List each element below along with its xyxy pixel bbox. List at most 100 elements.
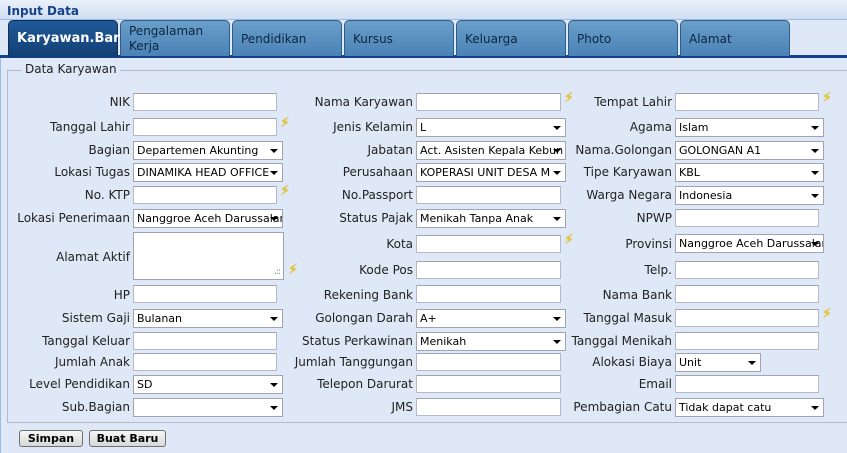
status-pajak-label: Status Pajak bbox=[339, 211, 413, 225]
status-perkawinan-label: Status Perkawinan bbox=[302, 334, 413, 348]
nama-karyawan-input[interactable] bbox=[416, 93, 561, 111]
tanggal-menikah-input[interactable] bbox=[675, 332, 819, 350]
sub-bagian-select[interactable] bbox=[133, 398, 283, 417]
agama-value: Islam bbox=[679, 121, 709, 134]
tab-strip: Karyawan.Baru Pengalaman Kerja Pendidika… bbox=[0, 20, 847, 58]
tab-karyawan-baru[interactable]: Karyawan.Baru bbox=[8, 20, 129, 57]
nik-input[interactable] bbox=[133, 93, 277, 111]
tab-alamat[interactable]: Alamat bbox=[680, 20, 790, 56]
pembagian-catu-value: Tidak dapat catu bbox=[679, 401, 772, 414]
jumlah-anak-input[interactable] bbox=[133, 353, 277, 371]
fieldset-border bbox=[7, 70, 847, 423]
kode-pos-input[interactable] bbox=[416, 261, 561, 279]
tab-kursus[interactable]: Kursus bbox=[344, 20, 454, 56]
tipe-karyawan-label: Tipe Karyawan bbox=[583, 165, 672, 179]
sub-bagian-label: Sub.Bagian bbox=[61, 400, 130, 414]
npwp-input[interactable] bbox=[675, 209, 819, 227]
chevron-down-icon bbox=[270, 406, 278, 410]
tipe-karyawan-select[interactable]: KBL bbox=[675, 163, 824, 182]
tab-pengalaman-kerja[interactable]: Pengalaman Kerja bbox=[120, 20, 230, 56]
jabatan-select[interactable]: Act. Asisten Kepala Kebun bbox=[416, 141, 566, 160]
no-passport-label: No.Passport bbox=[341, 188, 413, 202]
telp-label: Telp. bbox=[644, 263, 672, 277]
no-ktp-label: No. KTP bbox=[84, 188, 130, 202]
tanggal-keluar-input[interactable] bbox=[133, 332, 277, 350]
tanggal-masuk-label: Tanggal Masuk bbox=[583, 311, 672, 325]
buat-baru-button[interactable]: Buat Baru bbox=[89, 430, 166, 447]
tanggal-lahir-input[interactable] bbox=[133, 118, 277, 136]
simpan-button[interactable]: Simpan bbox=[19, 430, 83, 447]
email-input[interactable] bbox=[675, 375, 819, 393]
chevron-down-icon bbox=[811, 171, 819, 175]
tipe-karyawan-value: KBL bbox=[679, 166, 700, 179]
nik-label: NIK bbox=[109, 95, 130, 109]
warga-negara-select[interactable]: Indonesia bbox=[675, 186, 824, 205]
lokasi-penerimaan-select[interactable]: Nanggroe Aceh Darussalam bbox=[133, 209, 283, 228]
chevron-down-icon bbox=[270, 383, 278, 387]
tempat-lahir-label: Tempat Lahir bbox=[594, 95, 672, 109]
status-pajak-select[interactable]: Menikah Tanpa Anak bbox=[416, 209, 566, 228]
telp-input[interactable] bbox=[675, 261, 819, 279]
kode-pos-label: Kode Pos bbox=[359, 263, 413, 277]
lokasi-tugas-label: Lokasi Tugas bbox=[54, 165, 130, 179]
tab-photo[interactable]: Photo bbox=[568, 20, 678, 56]
jumlah-tanggungan-input[interactable] bbox=[416, 353, 561, 371]
nama-golongan-select[interactable]: GOLONGAN A1 bbox=[675, 141, 824, 160]
tab-label: Pengalaman Kerja bbox=[129, 24, 204, 53]
chevron-down-icon bbox=[270, 317, 278, 321]
rekening-bank-input[interactable] bbox=[416, 285, 561, 303]
sistem-gaji-select[interactable]: Bulanan bbox=[133, 309, 283, 328]
lightning-icon: ⚡ bbox=[564, 90, 574, 106]
panel-title: Input Data bbox=[7, 4, 79, 18]
lightning-icon: ⚡ bbox=[280, 183, 290, 199]
no-ktp-input[interactable] bbox=[133, 186, 277, 204]
nama-karyawan-label: Nama Karyawan bbox=[314, 95, 413, 109]
pembagian-catu-select[interactable]: Tidak dapat catu bbox=[675, 398, 824, 417]
lokasi-tugas-select[interactable]: DINAMIKA HEAD OFFICE bbox=[133, 163, 283, 182]
kota-label: Kota bbox=[386, 237, 413, 251]
alamat-aktif-textarea[interactable]: .:: bbox=[133, 232, 284, 280]
tanggal-keluar-label: Tanggal Keluar bbox=[42, 334, 130, 348]
fieldset-legend: Data Karyawan bbox=[22, 62, 120, 76]
jenis-kelamin-select[interactable]: L bbox=[416, 118, 566, 137]
agama-label: Agama bbox=[629, 120, 672, 134]
tanggal-masuk-input[interactable] bbox=[675, 309, 819, 327]
telepon-darurat-input[interactable] bbox=[416, 375, 561, 393]
tab-label: Pendidikan bbox=[241, 32, 307, 46]
perusahaan-select[interactable]: KOPERASI UNIT DESA M bbox=[416, 163, 566, 182]
telepon-darurat-label: Telepon Darurat bbox=[317, 377, 413, 391]
jabatan-label: Jabatan bbox=[367, 143, 413, 157]
resize-grip-icon[interactable]: .:: bbox=[274, 267, 281, 277]
jms-input[interactable] bbox=[416, 398, 561, 416]
jenis-kelamin-value: L bbox=[420, 121, 427, 134]
level-pendidikan-select[interactable]: SD bbox=[133, 375, 283, 394]
chevron-down-icon bbox=[811, 242, 819, 246]
chevron-down-icon bbox=[811, 406, 819, 410]
lokasi-penerimaan-value: Nanggroe Aceh Darussalam bbox=[137, 212, 283, 225]
no-passport-input[interactable] bbox=[416, 186, 561, 204]
tab-keluarga[interactable]: Keluarga bbox=[456, 20, 566, 56]
agama-select[interactable]: Islam bbox=[675, 118, 824, 137]
perusahaan-value: KOPERASI UNIT DESA M bbox=[420, 166, 551, 179]
status-perkawinan-select[interactable]: Menikah bbox=[416, 332, 566, 351]
lightning-icon: ⚡ bbox=[288, 262, 298, 278]
golongan-darah-select[interactable]: A+ bbox=[416, 309, 566, 328]
alamat-aktif-label: Alamat Aktif bbox=[56, 250, 130, 264]
tanggal-lahir-label: Tanggal Lahir bbox=[50, 120, 130, 134]
chevron-down-icon bbox=[270, 149, 278, 153]
kota-input[interactable] bbox=[416, 235, 561, 253]
hp-input[interactable] bbox=[133, 285, 277, 303]
chevron-down-icon bbox=[553, 171, 561, 175]
warga-negara-value: Indonesia bbox=[679, 189, 733, 202]
nama-bank-input[interactable] bbox=[675, 285, 819, 303]
status-pajak-value: Menikah Tanpa Anak bbox=[420, 212, 534, 225]
alokasi-biaya-value: Unit bbox=[679, 356, 702, 369]
status-perkawinan-value: Menikah bbox=[420, 335, 467, 348]
golongan-darah-value: A+ bbox=[420, 312, 437, 325]
rekening-bank-label: Rekening Bank bbox=[323, 288, 413, 302]
tempat-lahir-input[interactable] bbox=[675, 93, 819, 111]
alokasi-biaya-select[interactable]: Unit bbox=[675, 353, 761, 372]
bagian-select[interactable]: Departemen Akunting bbox=[133, 141, 283, 160]
provinsi-select[interactable]: Nanggroe Aceh Darussalam bbox=[675, 234, 824, 253]
tab-pendidikan[interactable]: Pendidikan bbox=[232, 20, 342, 56]
